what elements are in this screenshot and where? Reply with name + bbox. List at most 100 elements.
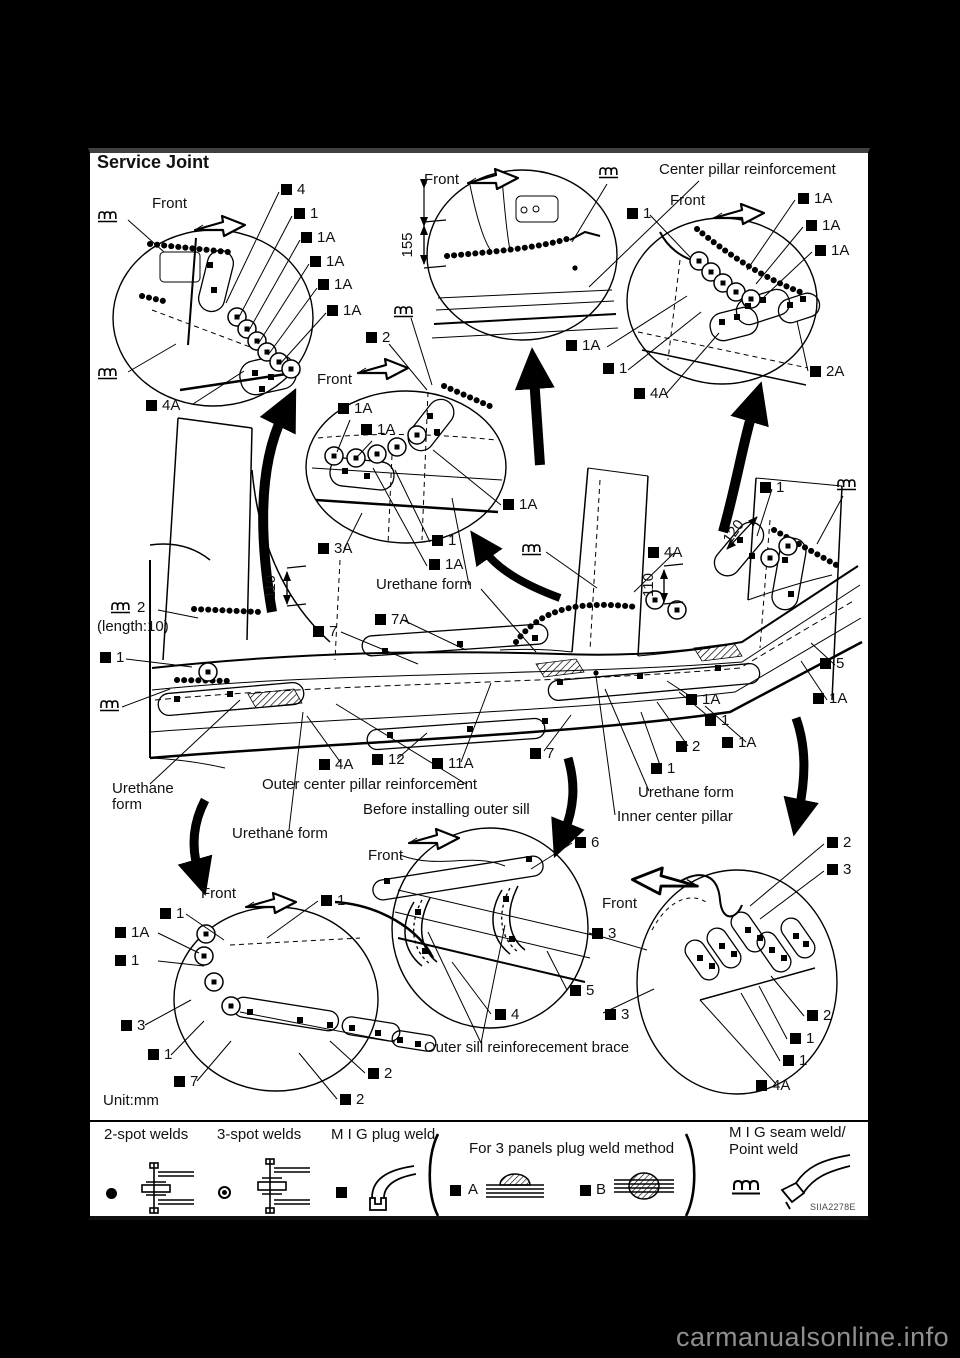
- weld-square-icon: [321, 895, 332, 907]
- weld-square-icon: [429, 559, 440, 571]
- part-label: 7: [530, 746, 554, 762]
- part-label: 2: [827, 835, 851, 851]
- legend-2spot-label: 2-spot welds: [104, 1126, 189, 1143]
- annotation: Outer sill reinforecement brace: [424, 1039, 630, 1056]
- weld-square-icon: [810, 366, 821, 378]
- method-b-icon: [580, 1185, 591, 1196]
- part-label: 2: [340, 1092, 364, 1108]
- part-label: 2: [676, 739, 700, 755]
- weld-square-icon: [813, 693, 824, 705]
- weld-square-icon: [686, 694, 697, 706]
- part-label: 2: [366, 330, 390, 346]
- weld-square-icon: [281, 184, 292, 196]
- part-label: 2: [807, 1008, 831, 1024]
- weld-square-icon: [806, 220, 817, 232]
- part-label: 1: [627, 206, 651, 222]
- weld-square-icon: [375, 614, 386, 626]
- weld-square-icon: [432, 758, 443, 770]
- part-label: 4: [495, 1007, 519, 1023]
- weld-square-icon: [676, 741, 687, 753]
- 2spot-section-icon: [141, 1162, 194, 1214]
- annotation: Front: [670, 192, 706, 209]
- method-a-section-icon: [486, 1173, 544, 1198]
- weld-square-icon: [827, 864, 838, 876]
- annotation: Urethane form: [376, 576, 472, 593]
- legend-3panel-label: For 3 panels plug weld method: [469, 1140, 675, 1157]
- weld-square-icon: [530, 748, 541, 760]
- part-label: 6: [575, 835, 599, 851]
- legend-seam-label-1: M I G seam weld/: [729, 1124, 846, 1141]
- mig-weld-icon: 2: [110, 600, 145, 616]
- mig-weld-icon: [521, 543, 543, 556]
- part-label: 1A: [798, 191, 832, 207]
- weld-square-icon: [294, 208, 305, 220]
- weld-square-icon: [318, 279, 329, 291]
- weld-square-icon: [634, 388, 645, 400]
- weld-square-icon: [783, 1055, 794, 1067]
- weld-square-icon: [301, 232, 312, 244]
- part-label: 1: [783, 1053, 807, 1069]
- part-label: 7: [174, 1074, 198, 1090]
- weld-square-icon: [790, 1033, 801, 1045]
- part-label: 1: [148, 1047, 172, 1063]
- weld-square-icon: [798, 193, 809, 205]
- weld-square-icon: [146, 400, 157, 412]
- part-label: 1: [651, 761, 675, 777]
- annotation: form: [112, 796, 142, 813]
- weld-square-icon: [115, 955, 126, 967]
- method-b-section-icon: [614, 1172, 674, 1200]
- part-label: 1: [603, 361, 627, 377]
- legend-paren-open: [428, 1133, 440, 1217]
- weld-square-icon: [592, 928, 603, 940]
- weld-square-icon: [100, 652, 111, 664]
- mig-weld-icon: [598, 166, 620, 179]
- weld-square-icon: [756, 1080, 767, 1092]
- mig-weld-icon: [836, 478, 858, 491]
- weld-square-icon: [705, 715, 716, 727]
- legend-divider: [89, 1120, 868, 1122]
- dimension-label: 155: [399, 232, 417, 258]
- 2spot-weld-icon: [106, 1188, 117, 1199]
- annotation: Before installing outer sill: [363, 801, 530, 818]
- part-label: 2A: [810, 364, 844, 380]
- part-label: 5: [570, 983, 594, 999]
- weld-square-icon: [115, 927, 126, 939]
- dimension-label: 110: [262, 575, 280, 599]
- seam-torch-icon: [780, 1154, 851, 1210]
- annotation: Front: [201, 885, 237, 902]
- weld-square-icon: [722, 737, 733, 749]
- 3spot-section-icon: [257, 1158, 310, 1214]
- part-label: 1A: [361, 422, 395, 438]
- figure-code: SIIA2278E: [810, 1202, 856, 1212]
- weld-square-icon: [605, 1009, 616, 1021]
- part-label: 1A: [318, 277, 352, 293]
- diagram-frame: [88, 148, 870, 1220]
- annotation: Urethane form: [232, 825, 328, 842]
- mig-seam-weld-icon: [732, 1179, 760, 1195]
- part-label: 1: [160, 906, 184, 922]
- weld-square-icon: [160, 908, 171, 920]
- part-label: 1A: [566, 338, 600, 354]
- part-label: 1A: [815, 243, 849, 259]
- weld-square-icon: [313, 626, 324, 638]
- part-label: 11A: [432, 756, 474, 772]
- method-a-icon: [450, 1185, 461, 1196]
- part-label: 1A: [115, 925, 149, 941]
- mig-weld-icon: [99, 699, 121, 712]
- part-label: 1A: [806, 218, 840, 234]
- part-label: 4A: [319, 757, 353, 773]
- annotation: Outer center pillar reinforcement: [262, 776, 478, 793]
- legend-seam-label-2: Point weld: [729, 1141, 799, 1158]
- mig-weld-icon: [97, 367, 119, 380]
- mig-weld-icon: [393, 305, 415, 318]
- weld-square-icon: [566, 340, 577, 352]
- legend-plug-label: M I G plug weld: [331, 1126, 436, 1143]
- weld-square-icon: [338, 403, 349, 415]
- part-label: 1A: [686, 692, 720, 708]
- weld-square-icon: [340, 1094, 351, 1106]
- part-label: 7A: [375, 612, 409, 628]
- weld-square-icon: [807, 1010, 818, 1022]
- watermark: carmanualsonline.info: [676, 1322, 950, 1352]
- annotation: Unit:mm: [103, 1092, 159, 1109]
